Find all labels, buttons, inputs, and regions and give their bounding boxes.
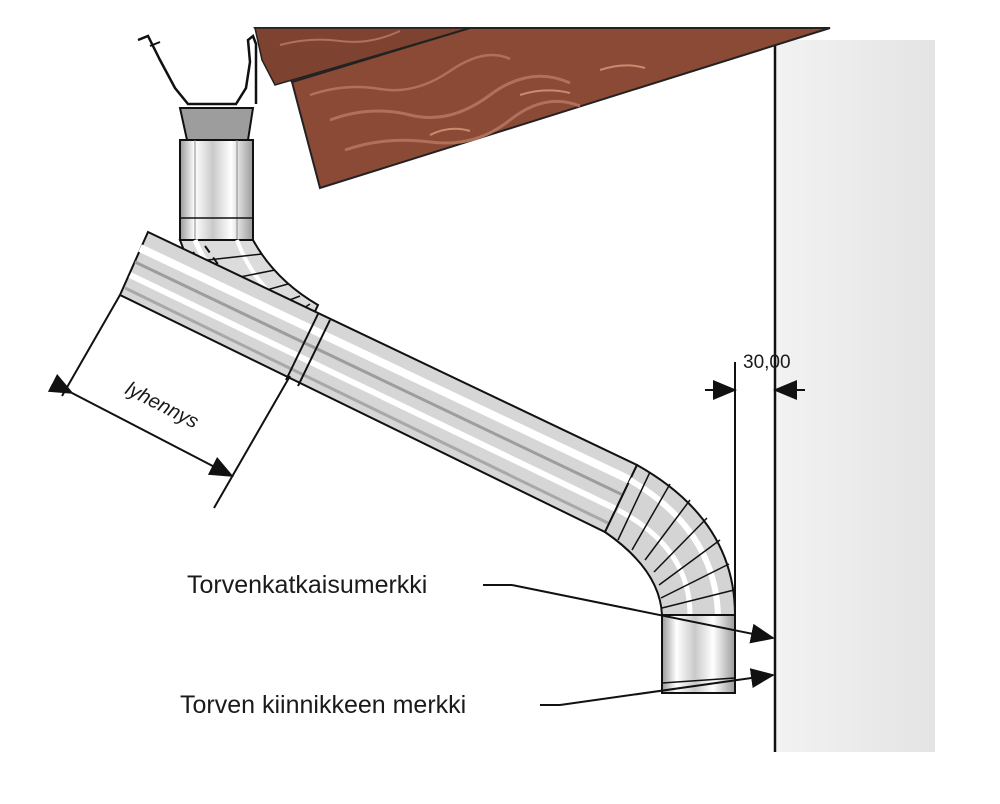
cut-mark-label: Torvenkatkaisumerkki bbox=[187, 571, 427, 599]
bracket-mark-label: Torven kiinnikkeen merkki bbox=[180, 691, 466, 719]
wall bbox=[773, 40, 935, 752]
dimension-value: 30,00 bbox=[743, 352, 791, 373]
cut-mark-callout: Torvenkatkaisumerkki bbox=[187, 571, 775, 644]
gutter-outlet bbox=[178, 107, 255, 141]
upper-pipe bbox=[179, 139, 254, 241]
lower-elbow bbox=[603, 463, 737, 616]
roof-eaves bbox=[253, 27, 831, 190]
bracket-mark-callout: Torven kiinnikkeen merkki bbox=[180, 668, 775, 719]
gutter-profile-icon bbox=[137, 33, 258, 106]
diagonal-pipe bbox=[118, 230, 639, 534]
wall-distance-dimension: 30,00 bbox=[705, 352, 805, 693]
